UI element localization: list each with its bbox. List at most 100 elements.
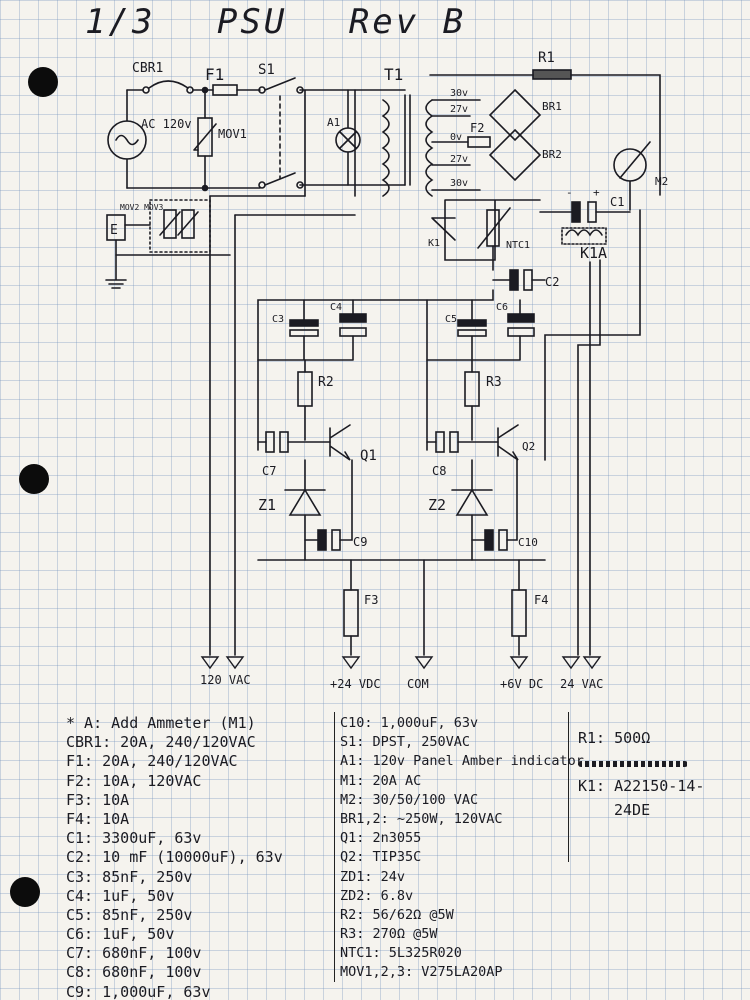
bom-line: CBR1: 20A, 240/120VAC bbox=[66, 733, 256, 752]
mov1-varistor: MOV1 bbox=[193, 86, 247, 192]
bom-line: MOV1,2,3: V275LA20AP bbox=[340, 964, 503, 981]
bom-line: C3: 85nF, 250v bbox=[66, 867, 193, 886]
a1-label: A1 bbox=[327, 116, 340, 129]
c1-minus: - bbox=[566, 186, 573, 199]
120vac-wires bbox=[209, 195, 236, 656]
t1-transformer: T1 30v 27v 0v 27v 30v bbox=[381, 65, 481, 197]
bom-column-1: * A: Add Ammeter (M1) CBR1: 20A, 240/120… bbox=[66, 714, 283, 1000]
k1a-label: K1A bbox=[580, 244, 607, 262]
z1-label: Z1 bbox=[258, 496, 276, 514]
s1-label: S1 bbox=[258, 62, 275, 78]
q1-label: Q1 bbox=[360, 448, 377, 464]
120vac-taps bbox=[209, 195, 356, 216]
f1-fuse: F1 bbox=[192, 65, 261, 96]
bom-line: C9: 1,000uF, 63v bbox=[66, 982, 211, 1000]
bom-line: ZD1: 24v bbox=[340, 868, 406, 885]
r3-resistor: R3 bbox=[464, 359, 502, 441]
c5-capacitor: C5 bbox=[445, 314, 487, 337]
c6-capacitor: C6 bbox=[426, 299, 535, 361]
z2-label: Z2 bbox=[428, 496, 446, 514]
mov23-label: MOV2 MOV3 bbox=[120, 203, 164, 212]
a1-wires bbox=[304, 89, 356, 197]
f4-label: F4 bbox=[534, 593, 548, 607]
f1-label: F1 bbox=[205, 65, 224, 84]
bom-line: C5: 85nF, 250v bbox=[66, 905, 193, 924]
c7-capacitor: C7 bbox=[257, 431, 331, 478]
c4-label: C4 bbox=[330, 302, 342, 313]
z1-zener: Z1 bbox=[258, 459, 326, 561]
mov1-label: MOV1 bbox=[218, 127, 247, 141]
c2-label: C2 bbox=[545, 275, 559, 289]
c1-label: C1 bbox=[610, 195, 624, 209]
t1-label: T1 bbox=[384, 65, 403, 84]
bom-line: M2: 30/50/100 VAC bbox=[340, 791, 479, 808]
bom-line: M1: 20A AC bbox=[340, 772, 422, 789]
a1-indicator: A1 bbox=[327, 89, 361, 186]
24vac-wires bbox=[577, 259, 601, 656]
bom-line: R2: 56/62Ω @5W bbox=[340, 906, 454, 923]
bom-line: F4: 10A bbox=[66, 809, 130, 828]
output-com-label: COM bbox=[407, 677, 429, 691]
bom-line: BR1,2: ~250W, 120VAC bbox=[340, 810, 503, 827]
bom-column-3: R1: 500Ω K1: A22150-14- 24DE bbox=[578, 726, 704, 822]
title-revision: Rev B bbox=[348, 2, 467, 42]
binder-hole-top bbox=[28, 67, 58, 97]
c3-label: C3 bbox=[272, 314, 284, 325]
ac-source-label: AC 120v bbox=[141, 117, 192, 131]
binder-hole-middle bbox=[19, 464, 49, 494]
output-24vdc-label: +24 VDC bbox=[330, 677, 381, 691]
c10-capacitor: C10 bbox=[471, 459, 538, 551]
bom-line: Q1: 2n3055 bbox=[340, 830, 422, 847]
tap-27v-top: 27v bbox=[450, 104, 468, 115]
bom-line: S1: DPST, 250VAC bbox=[340, 734, 471, 751]
r1-label: R1 bbox=[538, 50, 555, 66]
title-name: PSU bbox=[216, 2, 288, 42]
bom-line: * A: Add Ammeter (M1) bbox=[66, 714, 256, 732]
c7-label: C7 bbox=[262, 464, 276, 478]
f2-fuse: F2 bbox=[467, 121, 491, 148]
bom-line: NTC1: 5L325R020 bbox=[340, 945, 462, 962]
tap-30v-bottom: 30v bbox=[450, 178, 468, 189]
c9-label: C9 bbox=[353, 535, 367, 549]
bom-line: A1: 120v Panel Amber indicator bbox=[340, 753, 584, 770]
f4-fuse: F4 bbox=[511, 559, 548, 656]
bom-line: Q2: TIP35C bbox=[340, 849, 422, 866]
k1-contact: K1 bbox=[428, 199, 541, 261]
title-page-number: 1/3 bbox=[85, 2, 156, 42]
bom-line: C1: 3300uF, 63v bbox=[66, 829, 202, 848]
c5-label: C5 bbox=[445, 314, 457, 325]
c10-label: C10 bbox=[518, 536, 538, 549]
bom-line: F3: 10A bbox=[66, 790, 130, 809]
output-6vdc-label: +6V DC bbox=[500, 677, 543, 691]
tap-27v-bottom: 27v bbox=[450, 154, 468, 165]
k1a-relay-coil: K1A bbox=[561, 227, 607, 262]
scribbled-line bbox=[578, 750, 704, 774]
c8-capacitor: C8 bbox=[426, 431, 499, 478]
c3-capacitor: C3 bbox=[272, 314, 319, 337]
ground-e: E bbox=[105, 214, 231, 289]
dc-rail-main bbox=[257, 289, 494, 451]
z2-zener: Z2 bbox=[428, 459, 493, 561]
f2-label: F2 bbox=[470, 121, 484, 135]
bom-line: F2: 10A, 120VAC bbox=[66, 771, 202, 790]
bom-line: C10: 1,000uF, 63v bbox=[340, 715, 479, 731]
m2-label: M2 bbox=[655, 175, 668, 188]
s1-switch: S1 bbox=[258, 62, 304, 189]
c1-plus: + bbox=[593, 186, 600, 199]
bom-line: C6: 1uF, 50v bbox=[66, 925, 175, 944]
br1-bridge: BR1 bbox=[488, 88, 562, 142]
output-24vac-label: 24 VAC bbox=[560, 677, 603, 691]
bom-divider-1 bbox=[334, 712, 335, 982]
c8-label: C8 bbox=[432, 464, 446, 478]
bom-column-2: C10: 1,000uF, 63v S1: DPST, 250VAC A1: 1… bbox=[340, 714, 584, 983]
binder-hole-bottom bbox=[10, 877, 40, 907]
cbr1-breaker: CBR1 bbox=[126, 61, 194, 94]
bom-line: ZD2: 6.8v bbox=[340, 887, 414, 904]
tap-30v-top: 30v bbox=[450, 88, 468, 99]
f3-label: F3 bbox=[364, 593, 378, 607]
ntc1-label: NTC1 bbox=[506, 240, 530, 251]
r2-label: R2 bbox=[318, 375, 334, 390]
r3-label: R3 bbox=[486, 375, 502, 390]
f3-fuse: F3 bbox=[343, 559, 378, 656]
